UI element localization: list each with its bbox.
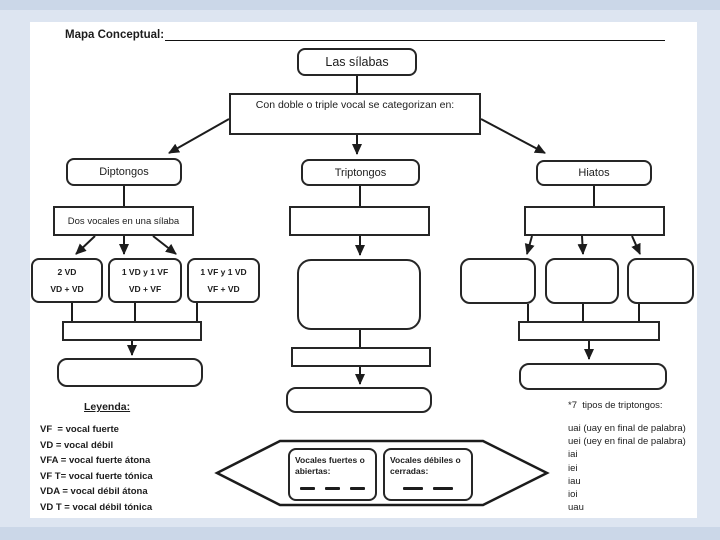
bottom-band xyxy=(0,527,720,540)
node-collector-middle xyxy=(291,347,431,367)
note-item: uau xyxy=(568,502,584,514)
vowel-hexagon xyxy=(214,439,550,507)
node-diptongo-type-vf-vd: 1 VF y 1 VD VF + VD xyxy=(187,258,260,303)
page-title: Mapa Conceptual: xyxy=(65,29,165,41)
top-band xyxy=(0,0,720,10)
title-blank-line xyxy=(165,27,665,41)
weak-vowel-blanks xyxy=(392,487,464,490)
type-line-1: 2 VD xyxy=(57,267,77,277)
node-dos-vocales: Dos vocales en una sílaba xyxy=(53,206,194,236)
triptongo-note: *7 tipos de triptongos: uai (uay en fina… xyxy=(568,400,703,514)
node-hiatos-type-3 xyxy=(627,258,694,304)
strong-vowel-blanks xyxy=(297,487,368,490)
node-result-left xyxy=(57,358,203,387)
node-hiatos: Hiatos xyxy=(536,160,652,186)
node-triptongos-blank-2 xyxy=(297,259,421,330)
type-line-2: VF + VD xyxy=(207,283,240,294)
type-line-2: VD + VD xyxy=(50,283,84,294)
note-item: iai xyxy=(568,449,578,461)
legend-item: VF T= vocal fuerte tónica xyxy=(40,470,153,482)
node-result-right xyxy=(519,363,667,390)
note-title: *7 tipos de triptongos: xyxy=(568,400,663,411)
type-line-1: 1 VF y 1 VD xyxy=(200,267,247,277)
worksheet: Mapa Conceptual: Las sílabas Con doble o… xyxy=(30,22,697,518)
node-triptongos-blank-1 xyxy=(289,206,430,236)
blank-dash xyxy=(433,487,454,490)
note-list: uai (uay en final de palabra) uei (uey e… xyxy=(568,422,703,514)
blank-dash xyxy=(350,487,365,490)
blank-dash xyxy=(402,487,423,490)
legend-title: Leyenda: xyxy=(84,401,131,413)
node-collector-right xyxy=(518,321,660,341)
note-item: uei (uey en final de palabra) xyxy=(568,436,686,448)
type-line-2: VD + VF xyxy=(128,283,162,294)
node-hiatos-blank-1 xyxy=(524,206,665,236)
legend-item: VD = vocal débil xyxy=(40,439,114,451)
legend-item: VFA = vocal fuerte átona xyxy=(40,455,151,466)
strong-vowels-box: Vocales fuertes o abiertas: xyxy=(288,448,377,501)
legend-item: VF = vocal fuerte xyxy=(40,424,119,435)
weak-vowels-label: Vocales débiles o cerradas: xyxy=(390,455,461,477)
node-diptongo-type-vd-vf: 1 VD y 1 VF VD + VF xyxy=(108,258,182,303)
header: Mapa Conceptual: xyxy=(65,27,665,41)
legend-item: VD T = vocal débil tónica xyxy=(40,501,153,513)
node-collector-left xyxy=(62,321,202,341)
node-diptongo-type-2vd: 2 VD VD + VD xyxy=(31,258,103,303)
blank-dash xyxy=(325,487,340,490)
node-hiatos-type-1 xyxy=(460,258,536,304)
type-line-1: 1 VD y 1 VF xyxy=(121,267,169,277)
node-diptongos: Diptongos xyxy=(66,158,182,186)
node-hiatos-type-2 xyxy=(545,258,619,304)
blank-dash xyxy=(300,487,315,490)
weak-vowels-box: Vocales débiles o cerradas: xyxy=(383,448,473,501)
note-item: iei xyxy=(568,462,578,474)
node-triptongos: Triptongos xyxy=(301,159,420,186)
legend: Leyenda: VF = vocal fuerte VD = vocal dé… xyxy=(40,401,153,515)
note-item: uai (uay en final de palabra) xyxy=(568,423,686,434)
strong-vowels-label: Vocales fuertes o abiertas: xyxy=(295,455,365,477)
node-las-silabas: Las sílabas xyxy=(297,48,417,76)
node-categorizacion: Con doble o triple vocal se categorizan … xyxy=(229,93,481,135)
node-result-middle xyxy=(286,387,432,413)
note-item: iau xyxy=(568,475,581,487)
note-item: ioi xyxy=(568,489,578,501)
legend-item: VDA = vocal débil átona xyxy=(40,486,148,497)
